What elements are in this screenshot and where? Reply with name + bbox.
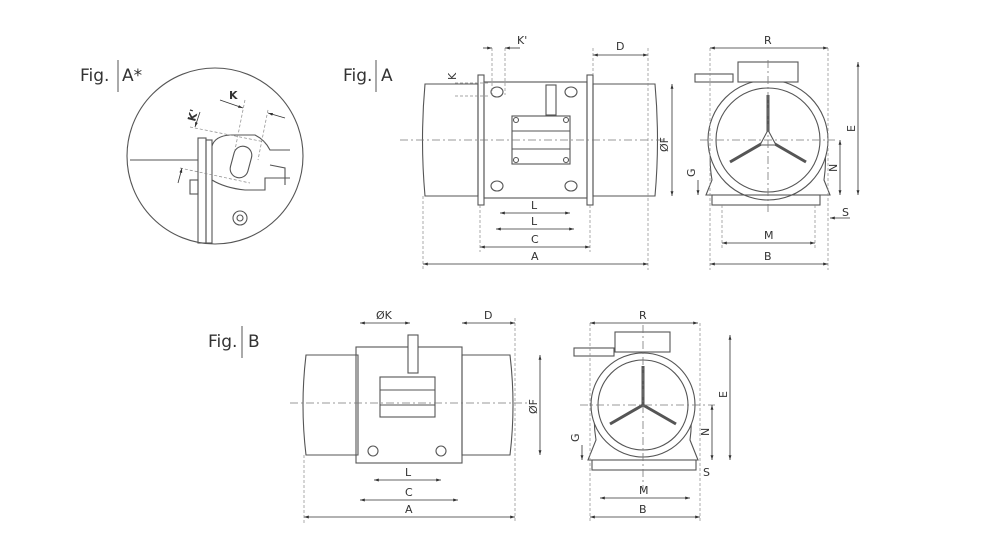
dim-r: R bbox=[639, 309, 647, 322]
dim-m: M bbox=[764, 229, 774, 242]
cable-gland bbox=[573, 347, 615, 357]
dim-m: M bbox=[639, 484, 649, 497]
dim-a: A bbox=[531, 250, 539, 263]
dim-g: G bbox=[569, 433, 582, 442]
dim-k: K bbox=[446, 72, 459, 80]
dim-f: ØF bbox=[658, 137, 671, 152]
cable-gland bbox=[407, 334, 419, 374]
dim-k: K bbox=[229, 89, 238, 102]
dim-s: S bbox=[842, 206, 849, 219]
dim-r: R bbox=[764, 34, 772, 47]
dim-l: L bbox=[405, 466, 412, 479]
dim-a: A bbox=[405, 503, 413, 516]
front-view-a: R E N G M B S bbox=[685, 34, 860, 270]
dim-c: C bbox=[531, 233, 539, 246]
screw-icon bbox=[232, 210, 248, 226]
fig-b-prefix: Fig. bbox=[208, 332, 237, 352]
dim-f: ØF bbox=[527, 399, 540, 414]
fig-a-prefix: Fig. bbox=[343, 66, 372, 86]
fig-a-star-id: A* bbox=[122, 66, 142, 86]
dim-k1: K' bbox=[185, 108, 201, 123]
side-view-a: K' K D ØF L L C A bbox=[400, 34, 674, 270]
dim-l1: L bbox=[531, 199, 538, 212]
side-view-b: ØK D ØF L C A bbox=[290, 309, 542, 523]
dim-d: D bbox=[484, 309, 492, 322]
dim-k1: K' bbox=[517, 34, 527, 47]
figure-b: Fig. B ØK D ØF L C A bbox=[208, 309, 732, 523]
dim-l2: L bbox=[531, 215, 538, 228]
dim-d: D bbox=[616, 40, 624, 53]
cable-gland bbox=[545, 84, 557, 116]
dim-n: N bbox=[699, 428, 712, 436]
dim-n: N bbox=[827, 164, 840, 172]
slot-hole bbox=[229, 145, 253, 179]
dim-e: E bbox=[845, 125, 858, 132]
dim-k: ØK bbox=[376, 309, 393, 322]
fig-b-id: B bbox=[248, 332, 260, 352]
fig-a-star-prefix: Fig. bbox=[80, 66, 109, 86]
dim-b: B bbox=[639, 503, 647, 516]
front-view-b: R E N G M B S bbox=[569, 309, 732, 523]
figure-a-star: Fig. A* K K' bbox=[80, 60, 304, 245]
dim-c: C bbox=[405, 486, 413, 499]
dim-s: S bbox=[703, 466, 710, 479]
figure-a: Fig. A K' K D ØF bbox=[343, 34, 860, 270]
cable-gland bbox=[694, 73, 734, 83]
terminal-box bbox=[379, 376, 436, 418]
dim-b: B bbox=[764, 250, 772, 263]
dim-e: E bbox=[717, 391, 730, 398]
fig-a-id: A bbox=[381, 66, 393, 86]
dim-g: G bbox=[685, 168, 698, 177]
detail-circle bbox=[126, 67, 304, 245]
